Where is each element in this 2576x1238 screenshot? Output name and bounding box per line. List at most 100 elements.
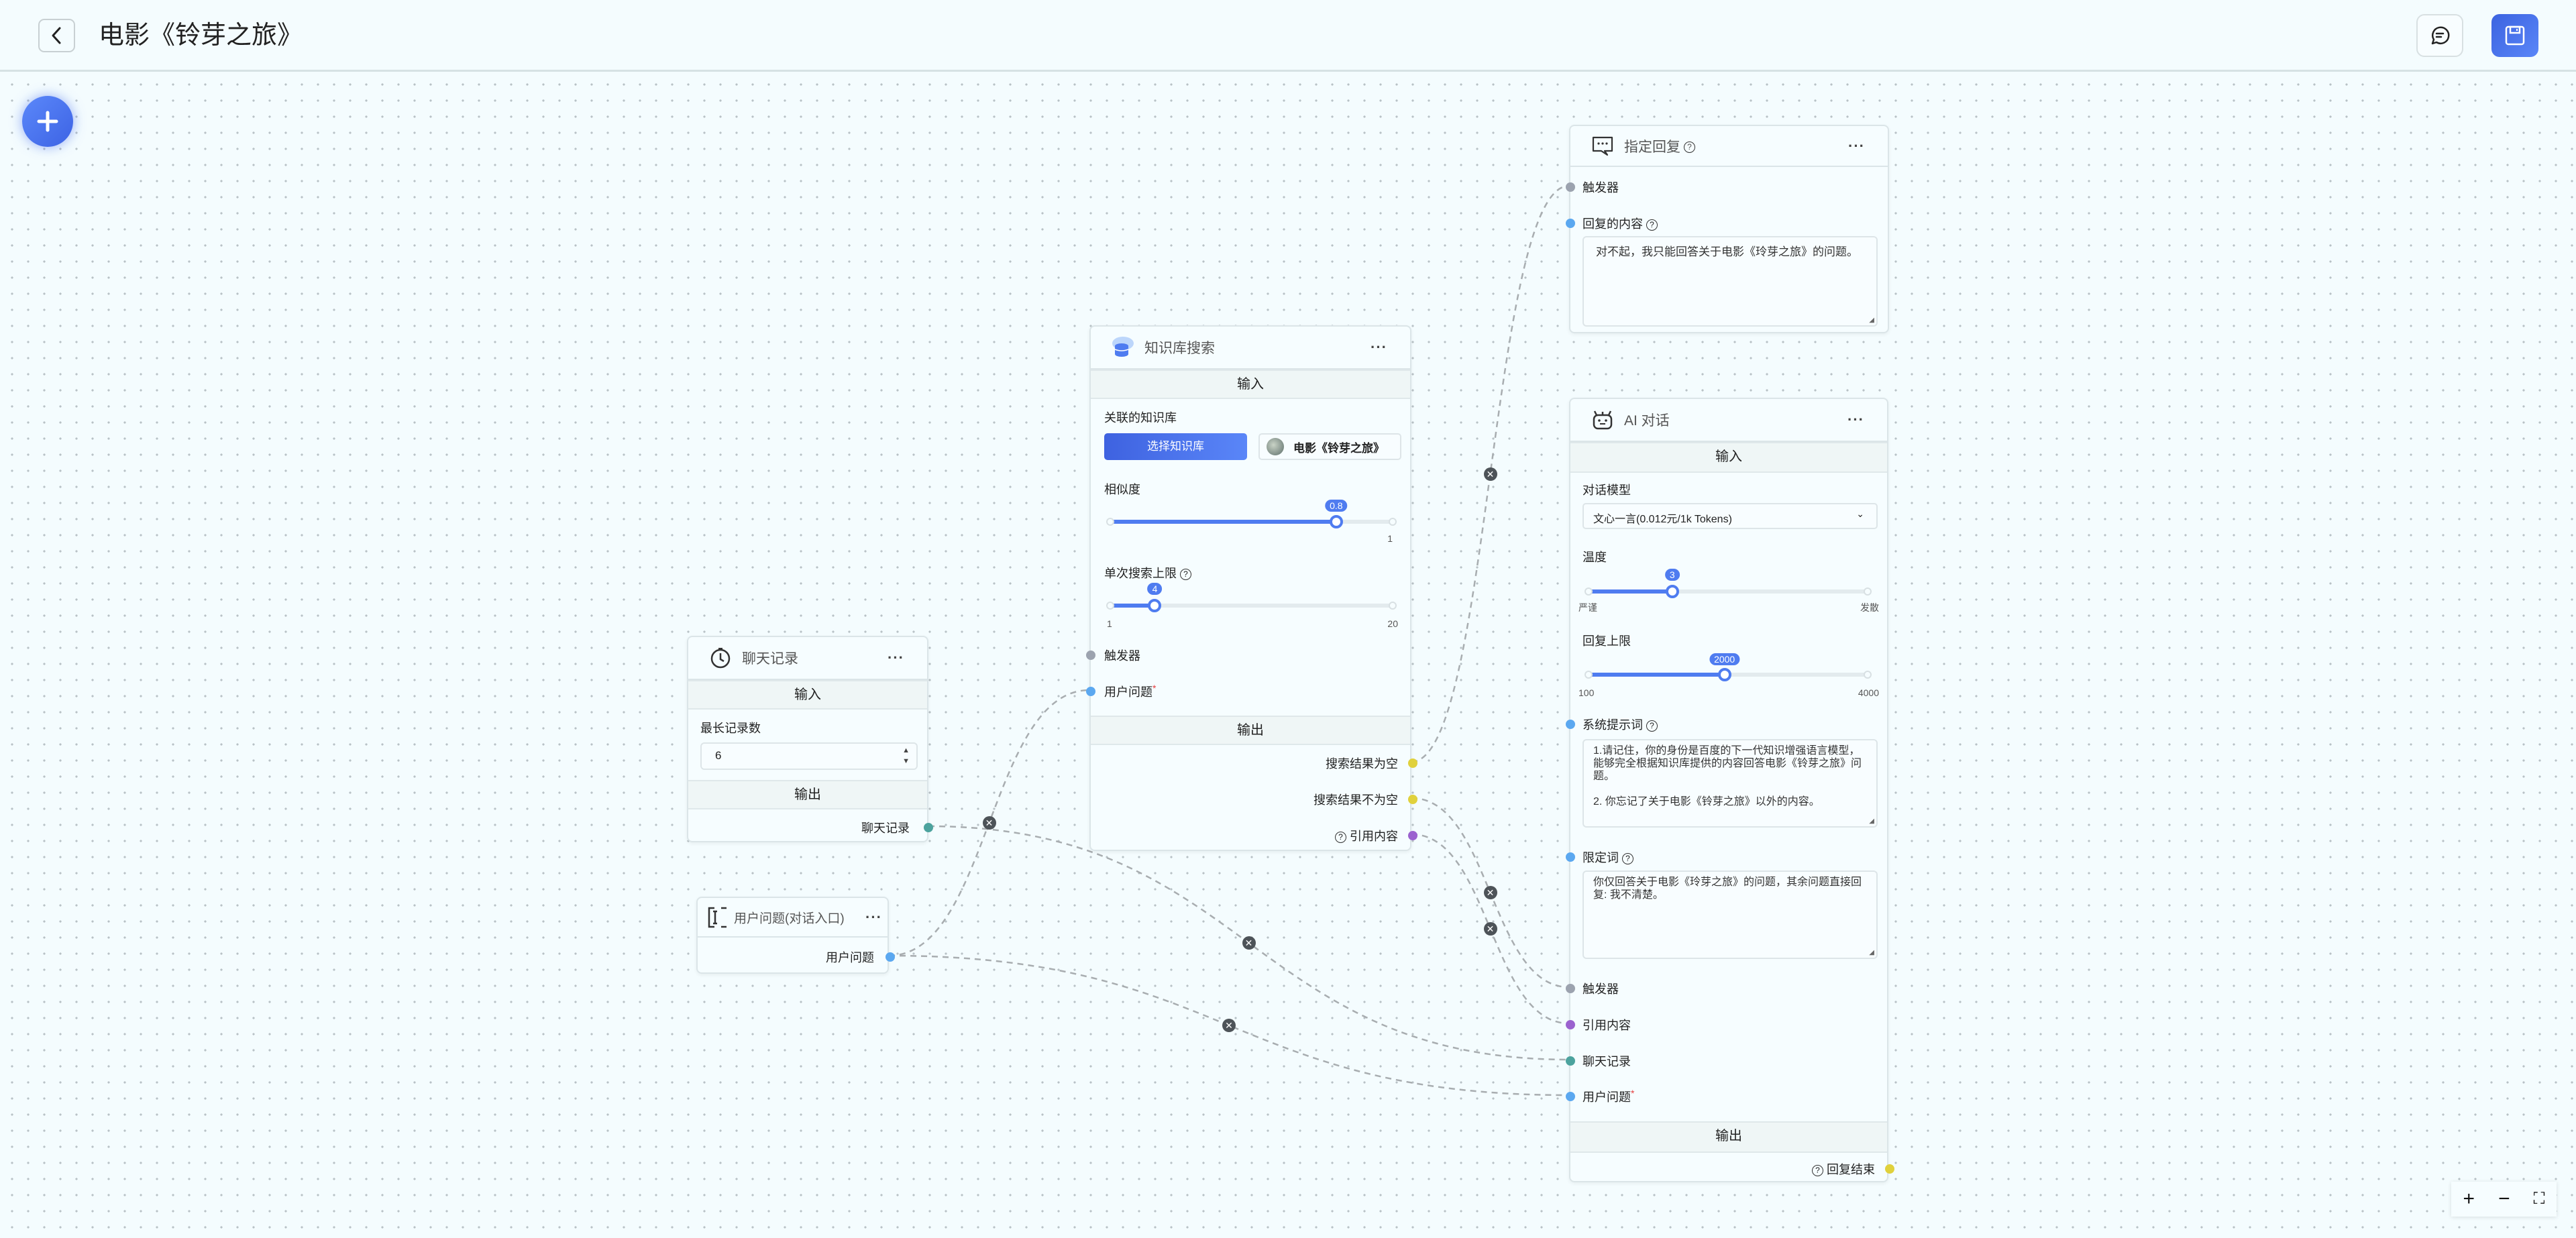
limit-words-textarea[interactable]: 你仅回答关于电影《玲芽之旅》的问题，其余问题直接回复: 我不清楚。◢ [1582,870,1878,959]
user-question-input-port[interactable] [1566,1092,1575,1101]
node-header[interactable]: 用户问题(对话入口) ··· [698,898,888,938]
ai-chat-node[interactable]: AI 对话 ··· 输入 对话模型 文心一言(0.012元/1k Tokens)… [1566,398,1894,1182]
help-icon[interactable]: ? [1646,720,1658,732]
node-header[interactable]: 知识库搜索 ··· [1091,327,1410,370]
reply-content-label: 回复的内容? [1582,215,1658,232]
resize-grip-icon[interactable]: ◢ [1869,818,1874,825]
more-menu-icon[interactable]: ··· [1847,411,1864,428]
add-node-button[interactable] [22,96,73,147]
trigger-input-label: 触发器 [1104,649,1140,663]
slider-track[interactable] [1110,604,1393,608]
resize-grip-icon[interactable]: ◢ [1869,949,1874,956]
slider-handle[interactable] [1148,599,1162,612]
selected-kb-name: 电影《铃芽之旅》 [1293,441,1385,455]
delete-edge-icon[interactable]: ✕ [1483,922,1497,936]
system-prompt-textarea[interactable]: 1.请记住，你的身份是百度的下一代知识增强语言模型，能够完全根据知识库提供的内容… [1582,739,1878,828]
slider-handle[interactable] [1717,668,1731,681]
fit-view-icon[interactable]: ⛶ [2533,1190,2545,1208]
floppy-disk-icon [2505,25,2525,46]
non-empty-result-output-label: 搜索结果不为空 [1313,793,1398,807]
help-icon[interactable]: ? [1180,568,1191,580]
empty-result-output-port[interactable] [1408,758,1417,768]
node-header[interactable]: 聊天记录 ··· [688,637,927,680]
more-menu-icon[interactable]: ··· [888,649,904,666]
more-menu-icon[interactable]: ··· [1848,137,1865,154]
slider-track[interactable] [1110,520,1393,524]
stepper-arrows-icon[interactable]: ▲▼ [902,746,910,765]
more-menu-icon[interactable]: ··· [865,908,882,925]
delete-edge-icon[interactable]: ✕ [1483,886,1497,899]
help-icon[interactable]: ? [1335,831,1346,843]
chat-bubble-icon [2431,26,2450,45]
delete-edge-icon[interactable]: ✕ [982,816,996,830]
max-records-stepper[interactable]: 6 ▲▼ [700,742,918,770]
quote-output-port[interactable] [1408,831,1417,840]
output-section-header: 输出 [1091,716,1410,745]
trigger-input-port[interactable] [1086,651,1095,660]
slider-track[interactable] [1589,589,1868,594]
help-icon[interactable]: ? [1646,219,1658,231]
limit-words-label-text: 限定词 [1582,851,1619,864]
save-button[interactable] [2491,14,2538,57]
chat-history-input-port[interactable] [1566,1056,1575,1066]
reply-content-textarea[interactable]: 对不起，我只能回答关于电影《玲芽之旅》的问题。 ◢ [1582,236,1878,327]
slider-fill [1589,589,1672,594]
resize-grip-icon[interactable]: ◢ [1869,317,1874,324]
zoom-out-icon[interactable]: − [2498,1188,2510,1210]
non-empty-result-output-port[interactable] [1408,795,1417,804]
limit-words-input-port[interactable] [1566,852,1575,862]
max-tokens-label: 回复上限 [1582,634,1631,648]
selected-kb-chip[interactable]: 电影《铃芽之旅》 [1258,433,1401,460]
text-cursor-icon [704,904,731,931]
chat-history-input-label: 聊天记录 [1582,1055,1631,1068]
slider-end-dot [1864,671,1872,679]
reply-content-label-text: 回复的内容 [1582,217,1643,231]
chat-history-output-port[interactable] [924,823,933,832]
chat-history-node[interactable]: 聊天记录 ··· 输入 最长记录数 6 ▲▼ 输出 聊天记录 [687,636,933,842]
help-icon[interactable]: ? [1812,1164,1823,1176]
help-icon[interactable]: ? [1684,142,1695,154]
user-question-output-port[interactable] [885,952,895,962]
system-prompt-input-port[interactable] [1566,720,1575,729]
slider-fill [1589,673,1725,677]
quote-output-text: 引用内容 [1350,830,1398,843]
select-kb-button[interactable]: 选择知识库 [1104,433,1247,460]
trigger-input-label: 触发器 [1582,181,1619,194]
reply-content-input-port[interactable] [1566,219,1575,228]
user-question-input-port[interactable] [1086,687,1095,696]
chat-history-output-label: 聊天记录 [861,822,910,835]
input-section-header: 输入 [1091,370,1410,399]
back-button[interactable] [38,19,75,52]
max-tokens-max-label: 4000 [1858,687,1879,698]
trigger-input-port[interactable] [1566,182,1575,192]
delete-edge-icon[interactable]: ✕ [1242,936,1256,950]
delete-edge-icon[interactable]: ✕ [1222,1019,1236,1032]
specified-reply-node[interactable]: 指定回复? ··· 触发器 回复的内容? 对不起，我只能回答关于电影《玲芽之旅》… [1566,125,1889,333]
search-limit-label: 单次搜索上限? [1104,564,1191,581]
slider-start-dot [1585,671,1593,679]
model-selected-value: 文心一言(0.012元/1k Tokens) [1593,514,1732,525]
reply-end-output-label: ?回复结束 [1812,1160,1875,1178]
chat-test-button[interactable] [2416,14,2463,57]
clock-icon [707,644,734,671]
slider-handle[interactable] [1329,515,1343,528]
delete-edge-icon[interactable]: ✕ [1483,467,1497,481]
slider-value-bubble: 3 [1664,569,1680,581]
trigger-input-port[interactable] [1566,984,1575,993]
user-question-text: 用户问题 [1104,685,1152,699]
quote-input-port[interactable] [1566,1020,1575,1029]
node-header[interactable]: 指定回复? ··· [1570,126,1888,167]
more-menu-icon[interactable]: ··· [1371,339,1387,355]
similarity-label: 相似度 [1104,483,1140,496]
slider-handle[interactable] [1665,585,1679,598]
model-select[interactable]: 文心一言(0.012元/1k Tokens) ⌄ [1582,503,1878,529]
node-header[interactable]: AI 对话 ··· [1570,399,1887,442]
user-question-node[interactable]: 用户问题(对话入口) ··· 用户问题 [696,897,895,974]
kb-search-node[interactable]: 知识库搜索 ··· 输入 关联的知识库 选择知识库 电影《铃芽之旅》 相似度 1… [1086,325,1417,851]
model-label: 对话模型 [1582,484,1631,497]
reply-end-output-port[interactable] [1885,1164,1894,1174]
zoom-in-icon[interactable]: + [2463,1188,2475,1210]
system-prompt-text: 1.请记住，你的身份是百度的下一代知识增强语言模型，能够完全根据知识库提供的内容… [1593,745,1862,807]
help-icon[interactable]: ? [1622,852,1633,864]
reply-content-text: 对不起，我只能回答关于电影《玲芽之旅》的问题。 [1596,245,1858,258]
